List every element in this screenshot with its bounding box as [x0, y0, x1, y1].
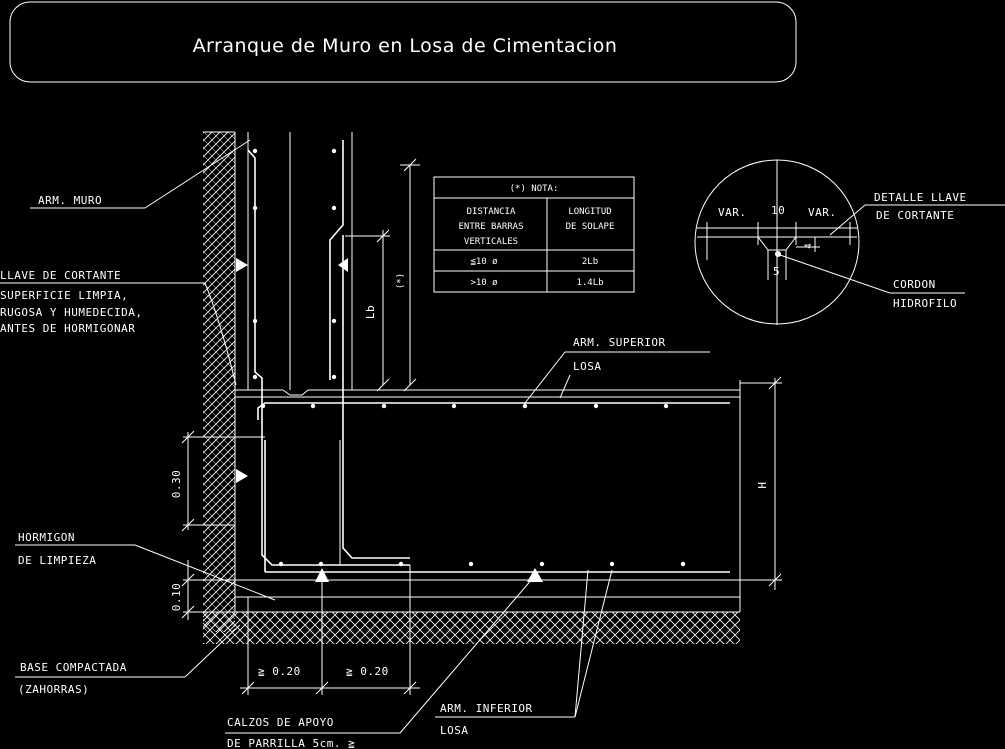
note-heading: (*) NOTA: — [510, 184, 559, 194]
detail-var-right: VAR. — [808, 206, 837, 219]
title-frame — [9, 1, 797, 83]
dim-lb: Lb — [364, 305, 377, 319]
label-arm-superior-1: ARM. SUPERIOR — [573, 336, 666, 349]
note-table — [433, 176, 635, 293]
dim-020-b: ≧ 0.20 — [346, 665, 389, 678]
label-llave-3: RUGOSA Y HUMEDECIDA, — [0, 306, 142, 319]
wall-rebar-dots — [252, 148, 337, 380]
slab-rebar-dots — [260, 403, 686, 567]
note-row2-col2: 1.4Lb — [576, 278, 603, 288]
label-cordon-1: CORDON — [893, 278, 936, 291]
label-hormigon-2: DE LIMPIEZA — [18, 554, 96, 567]
label-arm-superior-2: LOSA — [573, 360, 602, 373]
label-arm-muro: ARM. MURO — [38, 194, 102, 207]
dim-010: 0.10 — [170, 583, 183, 612]
wall — [234, 132, 410, 612]
label-base-2: (ZAHORRAS) — [18, 683, 89, 696]
note-col2-line2: DE SOLAPE — [566, 222, 615, 232]
detail-var-left: VAR. — [718, 206, 747, 219]
note-col1-line1: DISTANCIA — [467, 207, 516, 217]
label-llave-1: LLAVE DE CORTANTE — [0, 269, 121, 282]
detail-ten: 10 — [771, 204, 785, 217]
detail-five: 5 — [773, 265, 780, 278]
dim-030: 0.30 — [170, 470, 183, 499]
label-cordon-2: HIDROFILO — [893, 297, 957, 310]
shear-key-detail — [694, 159, 860, 325]
label-calzos-1: CALZOS DE APOYO — [227, 716, 334, 729]
compacted-soil — [203, 131, 740, 644]
label-hormigon-1: HORMIGON — [18, 531, 75, 544]
label-calzos-2: DE PARRILLA 5cm. ≧ — [227, 737, 355, 749]
detail-four: 4 — [804, 243, 814, 248]
dim-star: (*) — [396, 273, 406, 289]
label-llave-2: SUPERFICIE LIMPIA, — [0, 289, 128, 302]
dim-020-a: ≧ 0.20 — [258, 665, 301, 678]
note-row1-col1: ≦10 ø — [470, 257, 498, 267]
note-col1-line2: ENTRE BARRAS — [458, 222, 523, 232]
drawing-title: Arranque de Muro en Losa de Cimentacion — [193, 35, 618, 57]
label-arm-inferior-2: LOSA — [440, 724, 469, 737]
note-row1-col2: 2Lb — [582, 257, 598, 267]
label-detalle-2: DE CORTANTE — [876, 209, 954, 222]
label-arm-inferior-1: ARM. INFERIOR — [440, 702, 533, 715]
note-col1-line3: VERTICALES — [464, 237, 518, 247]
spacer-triangles — [236, 258, 543, 582]
label-llave-4: ANTES DE HORMIGONAR — [0, 322, 135, 335]
note-row2-col1: >10 ø — [470, 278, 498, 288]
note-col2-line1: LONGITUD — [568, 207, 611, 217]
dimension-lines — [181, 158, 782, 695]
leader-lines — [0, 139, 1005, 734]
label-base-1: BASE COMPACTADA — [20, 661, 127, 674]
label-detalle-1: DETALLE LLAVE — [874, 191, 967, 204]
foundation-slab — [235, 380, 741, 613]
dim-h: H — [756, 481, 769, 488]
